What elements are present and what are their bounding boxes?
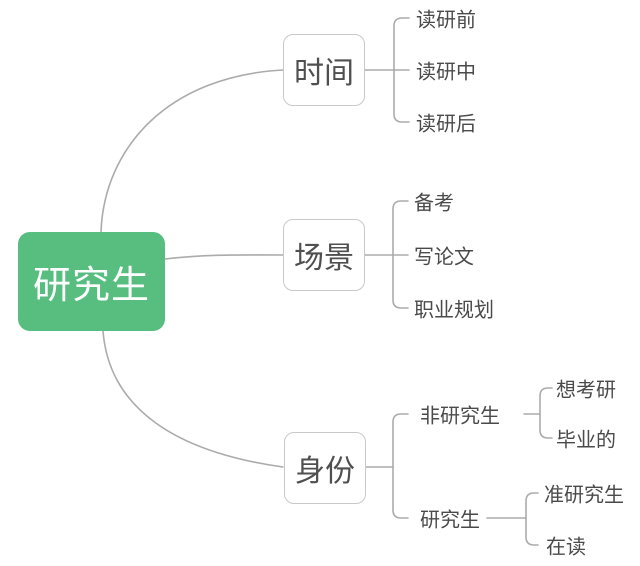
root-node-postgraduate[interactable]: 研究生 bbox=[18, 232, 165, 331]
branch-box-time[interactable]: 时间 bbox=[283, 34, 365, 106]
leaf-exam-prep[interactable]: 备考 bbox=[414, 192, 454, 215]
leaf-thesis-writing[interactable]: 写论文 bbox=[414, 246, 474, 269]
connector-scene-prep bbox=[392, 200, 409, 256]
connector-identity-pg bbox=[392, 466, 409, 519]
connector-pg-enrolled bbox=[525, 517, 539, 546]
leaf-before-grad-school[interactable]: 读研前 bbox=[416, 9, 476, 32]
connector-pg-prepg bbox=[525, 492, 539, 519]
connector-scene-career bbox=[392, 254, 409, 309]
branch-box-identity[interactable]: 身份 bbox=[284, 432, 366, 504]
node-non-postgraduate[interactable]: 非研究生 bbox=[420, 405, 500, 428]
leaf-during-grad-school[interactable]: 读研中 bbox=[416, 61, 476, 84]
leaf-graduated[interactable]: 毕业的 bbox=[556, 429, 616, 452]
leaf-enrolled[interactable]: 在读 bbox=[546, 536, 586, 559]
connector-root-time bbox=[100, 69, 284, 233]
connector-nonpg-want bbox=[539, 387, 553, 415]
node-postgraduate[interactable]: 研究生 bbox=[420, 509, 480, 532]
connector-root-identity bbox=[102, 330, 284, 468]
leaf-pre-postgraduate[interactable]: 准研究生 bbox=[544, 484, 624, 507]
leaf-want-to-take-exam[interactable]: 想考研 bbox=[556, 379, 616, 402]
branch-box-scene[interactable]: 场景 bbox=[283, 219, 365, 291]
connector-time-after bbox=[393, 69, 410, 123]
connector-time-before bbox=[393, 17, 410, 71]
leaf-career-planning[interactable]: 职业规划 bbox=[414, 299, 494, 322]
connector-nonpg-grad bbox=[539, 413, 553, 439]
connector-identity-nonpg bbox=[392, 413, 409, 468]
leaf-after-grad-school[interactable]: 读研后 bbox=[416, 113, 476, 136]
connector-root-scene bbox=[164, 254, 284, 260]
